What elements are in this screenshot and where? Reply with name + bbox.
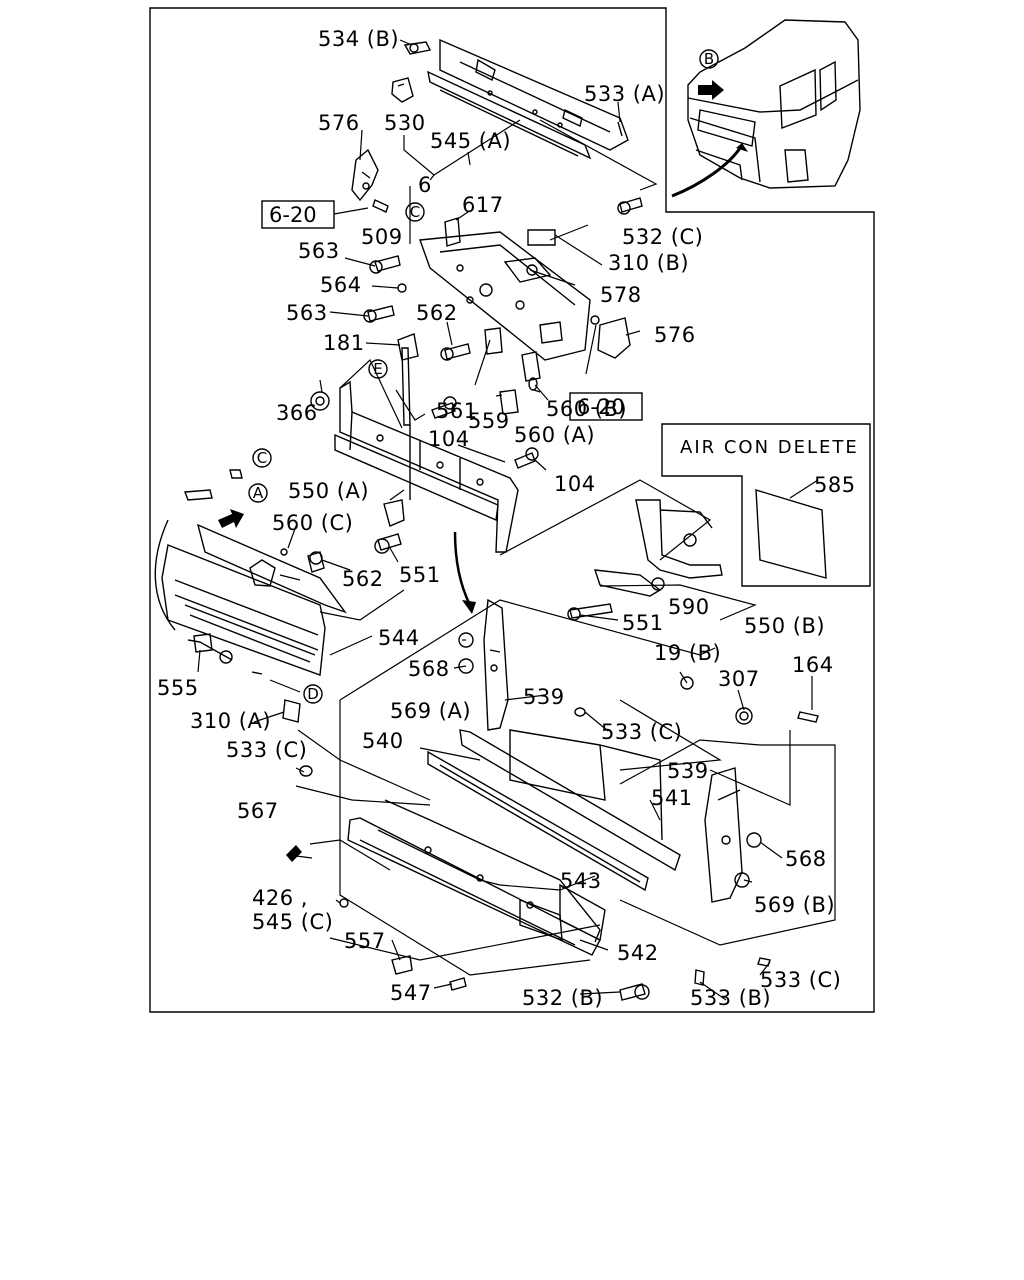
label-539-lower: 539 [667,759,709,783]
svg-text:E: E [373,360,382,378]
diagram-frame [149,7,875,1013]
label-578: 578 [600,283,642,307]
callout-b: B [699,49,719,69]
leader-lines [197,39,836,1001]
support-frame [334,380,519,553]
label-532c: 532 (C) [622,225,703,249]
ref-box-6-20-right [569,392,643,421]
label-539-upper: 539 [523,685,565,709]
part-labels: 534 (B) 533 (A) 576 530 545 (A) 6 6-20 6… [157,27,856,1010]
label-617: 617 [462,193,504,217]
air-con-delete-box: AIR CON DELETE [661,423,871,587]
label-551-left: 551 [399,563,441,587]
label-533c-left: 533 (C) [226,738,307,762]
label-366: 366 [276,401,318,425]
mid-bracket-plate [419,231,591,361]
label-557: 557 [344,929,386,953]
label-104-left: 104 [428,427,470,451]
label-590: 590 [668,595,710,619]
label-534b: 534 (B) [318,27,399,51]
label-6-20-right: 6-20 [577,395,625,419]
callout-c-upper: C [405,202,425,222]
label-310b: 310 (B) [608,251,689,275]
front-grille [161,523,347,676]
callout-d: D [303,684,323,704]
label-310a: 310 (A) [190,709,271,733]
label-19b: 19 (B) [654,641,721,665]
label-585: 585 [814,473,856,497]
label-576-right: 576 [654,323,696,347]
label-6-20-upper: 6-20 [269,203,317,227]
label-560a: 560 (A) [514,423,595,447]
label-562-lower: 562 [342,567,384,591]
label-426: 426 , [252,886,308,910]
label-559: 559 [468,409,510,433]
label-561: 561 [436,399,478,423]
upper-beam [427,729,681,892]
label-563-lower: 563 [286,301,328,325]
ref-box-6-20-upper [261,200,335,229]
label-543: 543 [560,869,602,893]
callout-a: A [248,483,268,503]
svg-text:B: B [704,50,714,68]
svg-text:D: D [307,685,319,703]
label-560b: 560 (B) [546,397,627,421]
label-563-upper: 563 [298,239,340,263]
air-con-delete-note: AIR CON DELETE [680,437,859,458]
label-550a: 550 (A) [288,479,369,503]
label-533c-mid: 533 (C) [601,720,682,744]
svg-text:C: C [410,203,420,221]
upper-front-bar [427,38,629,160]
truck-inset-illustration [671,19,861,198]
label-104-right: 104 [554,472,596,496]
label-533a: 533 (A) [584,82,665,106]
label-533b: 533 (B) [690,986,771,1010]
label-6: 6 [418,173,432,197]
label-547: 547 [390,981,432,1005]
callout-c-left: C [252,448,272,468]
label-540: 540 [362,729,404,753]
label-562-upper: 562 [416,301,458,325]
label-532b: 532 (B) [522,986,603,1010]
lower-bumper-beam [347,799,606,956]
label-555: 555 [157,676,199,700]
label-550b: 550 (B) [744,614,825,638]
label-545a: 545 (A) [430,129,511,153]
callout-e: E [368,359,388,379]
label-307: 307 [718,667,760,691]
label-541: 541 [651,786,693,810]
label-542: 542 [617,941,659,965]
label-569a: 569 (A) [390,699,471,723]
label-544: 544 [378,626,420,650]
svg-text:C: C [257,449,267,467]
label-551-right: 551 [622,611,664,635]
label-564: 564 [320,273,362,297]
label-568-lower: 568 [785,847,827,871]
label-545c: 545 (C) [252,910,333,934]
label-509: 509 [361,225,403,249]
label-568-upper: 568 [408,657,450,681]
label-560c: 560 (C) [272,511,353,535]
label-576-upper: 576 [318,111,360,135]
right-bracket-group [593,499,723,597]
label-569b: 569 (B) [754,893,835,917]
label-567: 567 [237,799,279,823]
label-164: 164 [792,653,834,677]
svg-text:A: A [253,484,264,502]
label-530: 530 [384,111,426,135]
label-533c-lower: 533 (C) [760,968,841,992]
label-181: 181 [323,331,365,355]
